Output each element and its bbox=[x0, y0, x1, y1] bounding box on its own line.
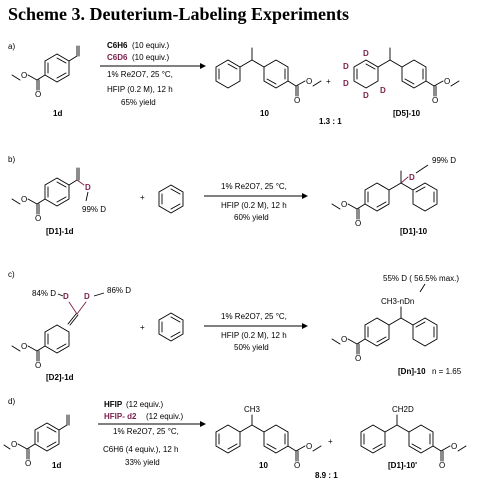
pointer-b-start bbox=[85, 191, 89, 202]
o-ester-10-d: O bbox=[306, 442, 312, 451]
o-carbonyl-d1-d: O bbox=[439, 461, 445, 470]
pct-b-prod: 99% D bbox=[432, 156, 456, 165]
reagent-hfip-d2-amount-d: (12 equiv.) bbox=[146, 412, 184, 421]
pointer-b-prod bbox=[415, 164, 429, 174]
d-label-b-start: D bbox=[85, 183, 91, 192]
conditions-a-1: 1% Re2O7, 25 °C, bbox=[107, 70, 173, 79]
o-carbonyl-a: O bbox=[35, 90, 41, 99]
prod-label-c: 55% D ( 56.5% max.) bbox=[383, 274, 459, 283]
conditions-b-3: 60% yield bbox=[234, 213, 269, 222]
o-carbonyl-10-c: O bbox=[355, 354, 361, 363]
conditions-a-2: HFIP (0.2 M), 12 h bbox=[107, 85, 173, 94]
d-label-c-left: D bbox=[63, 292, 69, 301]
label-1d-a: 1d bbox=[53, 109, 62, 118]
pct-c-left: 84% D bbox=[32, 289, 56, 298]
reagent-hfip-d2-d: HFIP- d2 bbox=[104, 412, 137, 421]
o-ester-d5-a: O bbox=[444, 77, 450, 86]
conditions-d-1: 1% Re2O7, 25 °C, bbox=[113, 427, 179, 436]
n-value-c: n = 1.65 bbox=[432, 367, 462, 376]
d-label-b-prod: D bbox=[409, 173, 415, 182]
reagent-hfip-amount-d: (12 equiv.) bbox=[126, 400, 164, 409]
reagent-c6d6-amount-a: (10 equiv.) bbox=[132, 53, 170, 62]
structure-d1-10-prime-d bbox=[360, 414, 467, 462]
benzene-b bbox=[158, 184, 184, 214]
pointer-c-left bbox=[57, 293, 64, 297]
label-10-a: 10 bbox=[260, 109, 269, 118]
d-label-a-2: D bbox=[343, 62, 349, 71]
panel-d-label: d) bbox=[8, 397, 15, 406]
o-carbonyl-d5-a: O bbox=[432, 96, 438, 105]
ratio-a: 1.3 : 1 bbox=[319, 117, 342, 126]
reagent-c6d6-a: C6D6 bbox=[107, 53, 128, 62]
d-label-c-right: D bbox=[84, 292, 90, 301]
label-d2-1d-c: [D2]-1d bbox=[46, 373, 74, 382]
label-10-d: 10 bbox=[259, 461, 268, 470]
structure-d5-10-a bbox=[353, 47, 460, 97]
ratio-d: 8.9 : 1 bbox=[315, 471, 338, 480]
panel-c-label: c) bbox=[8, 270, 15, 279]
structure-d1-10-b bbox=[331, 170, 438, 220]
o-carbonyl-10-d: O bbox=[294, 461, 300, 470]
o-carbonyl-d: O bbox=[25, 459, 31, 468]
structure-1d-d bbox=[3, 414, 70, 460]
o-carbonyl-10-a: O bbox=[294, 96, 300, 105]
panel-a-label: a) bbox=[8, 42, 15, 51]
label-dn-10-c: [Dn]-10 bbox=[398, 367, 426, 376]
d-label-a-4: D bbox=[363, 91, 369, 100]
conditions-c-1: 1% Re2O7, 25 °C, bbox=[221, 312, 287, 321]
o-carbonyl-10-b: O bbox=[355, 219, 361, 228]
scheme-title: Scheme 3. Deuterium-Labeling Experiments bbox=[8, 4, 349, 24]
conditions-a-3: 65% yield bbox=[121, 98, 156, 107]
conditions-d-2: C6H6 (4 equiv.), 12 h bbox=[103, 445, 178, 454]
group-c: CH3-nDn bbox=[381, 297, 414, 306]
structure-1d-a bbox=[11, 45, 80, 91]
benzene-c bbox=[158, 312, 184, 342]
plus-a: + bbox=[326, 77, 331, 86]
reagent-c6h6-a: C6H6 bbox=[107, 41, 128, 50]
structure-10-a bbox=[215, 47, 322, 97]
plus-b: + bbox=[140, 193, 145, 202]
pointer-c-prod bbox=[419, 283, 426, 293]
o-ester-10-c: O bbox=[341, 335, 347, 344]
panel-b-label: b) bbox=[8, 155, 15, 164]
ch2d-label-d: CH2D bbox=[392, 405, 414, 414]
pct-c-right: 86% D bbox=[107, 286, 131, 295]
plus-d: + bbox=[328, 437, 333, 446]
conditions-c-2: HFIP (0.2 M), 12 h bbox=[221, 331, 287, 340]
conditions-b-2: HFIP (0.2 M), 12 h bbox=[221, 201, 287, 210]
o-ester-d1-d: O bbox=[451, 442, 457, 451]
reagent-c6h6-amount-a: (10 equiv.) bbox=[132, 41, 170, 50]
d-label-a-3: D bbox=[343, 79, 349, 88]
label-d1-10-b: [D1]-10 bbox=[400, 227, 428, 236]
o-carbonyl-b: O bbox=[35, 214, 41, 223]
ch3-label-d: CH3 bbox=[244, 405, 261, 414]
label-d1-10-prime-d: [D1]-10' bbox=[388, 461, 417, 470]
d-label-a-5: D bbox=[380, 86, 386, 95]
o-ester-10-b: O bbox=[341, 200, 347, 209]
label-d1-1d-b: [D1]-1d bbox=[46, 227, 74, 236]
structure-d1-1d-b bbox=[11, 167, 85, 215]
structure-d2-1d-c bbox=[11, 301, 87, 362]
o-ester-c: O bbox=[21, 342, 27, 351]
o-ester-10-a: O bbox=[306, 77, 312, 86]
o-carbonyl-c: O bbox=[35, 361, 41, 370]
pct-b-start: 99% D bbox=[82, 205, 106, 214]
label-d5-10-a: [D5]-10 bbox=[393, 109, 421, 118]
structure-10-d bbox=[215, 414, 322, 462]
o-ester-b: O bbox=[21, 195, 27, 204]
structure-dn-10-c bbox=[331, 306, 438, 355]
o-ester-a: O bbox=[21, 71, 27, 80]
conditions-b-1: 1% Re2O7, 25 °C, bbox=[221, 182, 287, 191]
plus-c: + bbox=[140, 323, 145, 332]
o-ester-d: O bbox=[11, 440, 17, 449]
label-1d-d: 1d bbox=[52, 461, 61, 470]
conditions-c-3: 50% yield bbox=[234, 343, 269, 352]
reagent-hfip-d: HFIP bbox=[104, 400, 123, 409]
d-label-a-1: D bbox=[363, 49, 369, 58]
pointer-c-right bbox=[93, 292, 105, 297]
conditions-d-3: 33% yield bbox=[125, 458, 160, 467]
